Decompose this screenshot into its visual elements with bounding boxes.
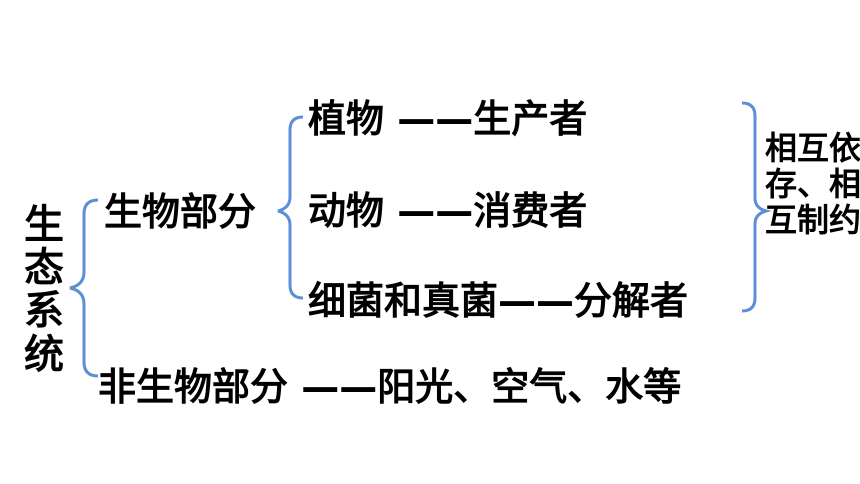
ecosystem-label: 生态系统 bbox=[24, 202, 64, 378]
decomposers-label: 细菌和真菌——分解者 bbox=[308, 279, 689, 323]
biotic-brace bbox=[277, 115, 304, 300]
animals-consumers-label: 动物 ——消费者 bbox=[308, 189, 588, 233]
relation-label: 相互依存、相互制约 bbox=[765, 129, 860, 240]
relation-brace bbox=[741, 101, 772, 313]
abiotic-part-label: 非生物部分 ——阳光、空气、水等 bbox=[98, 365, 682, 409]
plants-producers-label: 植物 ——生产者 bbox=[308, 97, 588, 141]
biotic-part-label: 生物部分 bbox=[104, 190, 257, 234]
root-brace bbox=[69, 198, 99, 378]
